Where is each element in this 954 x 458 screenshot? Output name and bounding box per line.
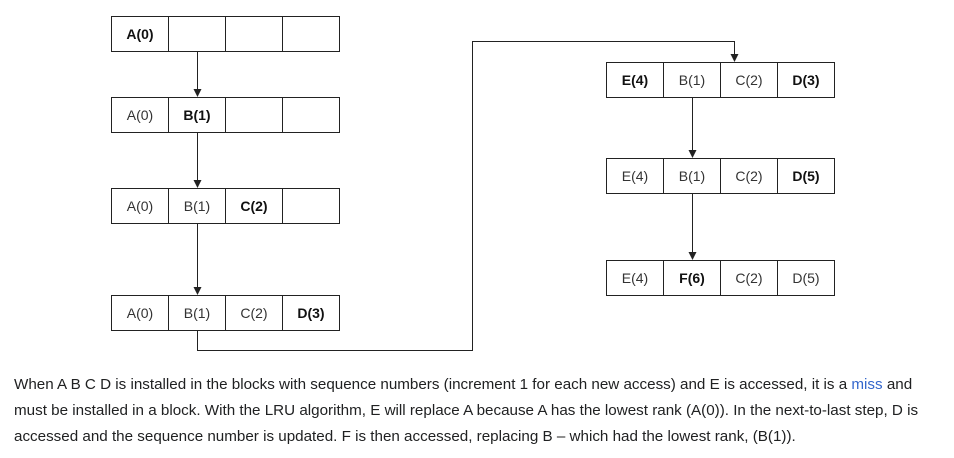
cache-block	[720, 260, 778, 296]
block-label: E(4)	[622, 72, 648, 88]
cache-row-2: A(0) B(1)	[111, 97, 340, 133]
cache-block	[777, 158, 835, 194]
block-label: D(3)	[792, 72, 819, 88]
block-label: F(6)	[679, 270, 705, 286]
cache-block	[111, 295, 169, 331]
block-label: B(1)	[184, 305, 210, 321]
caption-part-2: and must be installed in a block. With t…	[14, 376, 919, 445]
caption-text: When A B C D is installed in the blocks …	[14, 372, 944, 450]
block-label: E(4)	[622, 168, 648, 184]
block-label: D(3)	[297, 305, 324, 321]
block-label: C(2)	[240, 305, 267, 321]
cache-block	[168, 16, 226, 52]
block-label: A(0)	[127, 198, 153, 214]
cache-block	[168, 295, 226, 331]
cache-block	[111, 16, 169, 52]
cache-block	[720, 158, 778, 194]
cache-block	[225, 188, 283, 224]
cache-block	[225, 97, 283, 133]
cache-row-3: A(0) B(1) C(2)	[111, 188, 340, 224]
cache-row-5: E(4) B(1) C(2) D(3)	[606, 62, 835, 98]
cache-block	[282, 295, 340, 331]
cache-row-7: E(4) F(6) C(2) D(5)	[606, 260, 835, 296]
block-label: C(2)	[735, 72, 762, 88]
miss-link[interactable]: miss	[851, 376, 883, 393]
transition-connector	[197, 41, 739, 351]
block-label: B(1)	[679, 168, 705, 184]
block-label: B(1)	[679, 72, 705, 88]
block-label: A(0)	[127, 305, 153, 321]
cache-block	[225, 16, 283, 52]
cache-block	[720, 62, 778, 98]
cache-block	[777, 260, 835, 296]
block-label: E(4)	[622, 270, 648, 286]
cache-block	[168, 188, 226, 224]
cache-block	[606, 62, 664, 98]
cache-block	[282, 188, 340, 224]
block-label: B(1)	[184, 198, 210, 214]
block-label: A(0)	[126, 26, 153, 42]
cache-row-4: A(0) B(1) C(2) D(3)	[111, 295, 340, 331]
block-label: B(1)	[183, 107, 210, 123]
block-label: C(2)	[735, 168, 762, 184]
cache-row-6: E(4) B(1) C(2) D(5)	[606, 158, 835, 194]
block-label: A(0)	[127, 107, 153, 123]
lru-diagram: A(0) A(0) B(1) A(0) B(1) C(2) A(0) B(1) C(2) D(3)…	[111, 16, 835, 351]
cache-row-1: A(0)	[111, 16, 340, 52]
caption-part-1: When A B C D is installed in the blocks …	[14, 376, 852, 393]
block-label: C(2)	[240, 198, 267, 214]
cache-block	[663, 62, 721, 98]
block-label: D(5)	[792, 270, 819, 286]
cache-block	[111, 188, 169, 224]
cache-block	[777, 62, 835, 98]
cache-block	[282, 97, 340, 133]
cache-block	[225, 295, 283, 331]
cache-block	[282, 16, 340, 52]
block-label: D(5)	[792, 168, 819, 184]
block-label: C(2)	[735, 270, 762, 286]
